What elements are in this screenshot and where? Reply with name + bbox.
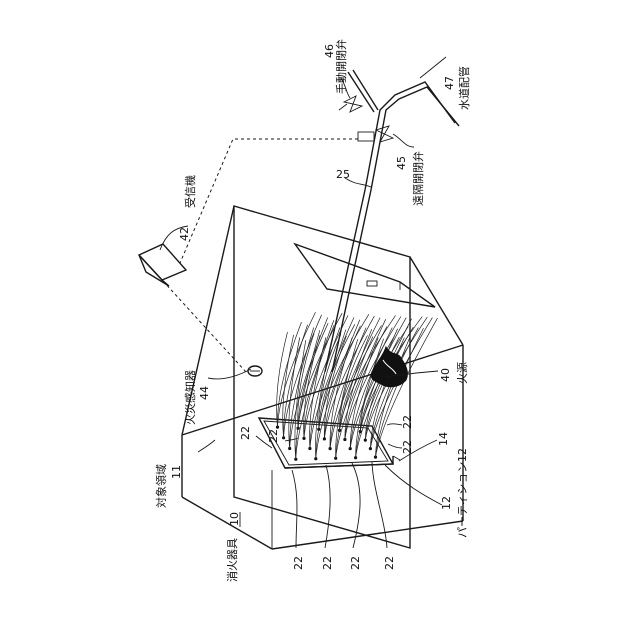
spray-line [350, 328, 392, 449]
label-partition-num: 12 [456, 448, 469, 462]
piping [180, 57, 459, 372]
leader-22-e [292, 470, 297, 548]
label-extinguisher-num: 10 [228, 512, 241, 526]
label-pipe-25: 25 [336, 168, 350, 181]
label-target-area: 対象領域 [154, 464, 168, 508]
leader-22-b [285, 438, 298, 441]
spray-line [370, 328, 418, 449]
supply-pipe [332, 87, 459, 372]
room-edge-bottom-front [272, 521, 463, 549]
fire-detector [248, 366, 262, 376]
door-handle [367, 281, 377, 286]
label-water-pipe-num: 47 [443, 76, 456, 90]
label-nozzle-f: 22 [321, 556, 334, 570]
label-extinguisher: 消火器具 [225, 538, 239, 582]
label-nozzle-a: 22 [239, 426, 252, 440]
label-nozzle-b: 22 [267, 429, 280, 443]
label-nozzle-e: 22 [292, 556, 305, 570]
leader-11 [198, 440, 215, 452]
leaders [160, 78, 442, 505]
leader-22-c [387, 424, 402, 425]
labels: 25 46 手動開閉弁 45 遠隔開閉弁 47 水道配管 42 受信機 44 火… [154, 39, 471, 582]
supply-pipe-edge [325, 82, 455, 372]
leader-22-f [325, 465, 330, 548]
receiver-side [139, 255, 169, 286]
frame-foot [393, 456, 400, 460]
water-spray [277, 312, 438, 459]
remote-valve-actuator [358, 132, 374, 141]
label-detector: 火災感知器 [183, 370, 197, 425]
label-receiver-num: 42 [178, 227, 191, 241]
label-receiver: 受信機 [183, 175, 197, 208]
label-fire-source-num: 40 [439, 368, 452, 382]
remote-valve[interactable] [376, 126, 393, 142]
leader-45 [393, 134, 414, 147]
label-remote-valve: 遠隔開閉弁 [411, 151, 425, 206]
label-nozzle-d: 22 [401, 440, 414, 454]
door [295, 244, 435, 307]
label-nozzle-h: 22 [383, 556, 396, 570]
door-outline [295, 244, 435, 307]
label-nozzle-g: 22 [349, 556, 362, 570]
label-frame-num: 14 [437, 432, 450, 446]
label-water-pipe: 水道配管 [457, 66, 471, 110]
manual-valve-handle[interactable] [339, 104, 347, 110]
leader-12 [385, 465, 442, 505]
water-pipe-leader [420, 57, 446, 78]
leader-22-h [372, 462, 387, 548]
label-detector-num: 44 [198, 386, 211, 400]
label-manual-valve: 手動開閉弁 [334, 39, 348, 94]
label-fire-source: 火源 [455, 362, 469, 384]
label-partition: パーティション [456, 462, 469, 538]
leader-22-g [352, 463, 360, 548]
label-partition-num-2: 12 [440, 496, 453, 510]
receiver-unit [139, 244, 246, 372]
label-remote-valve-num: 45 [395, 156, 408, 170]
manual-branch [353, 70, 378, 110]
target-room [182, 206, 463, 549]
leader-22-d [388, 444, 402, 448]
fire-source [371, 347, 407, 387]
label-target-area-num: 11 [170, 465, 183, 479]
label-nozzle-c: 22 [401, 415, 414, 429]
valve-signal-line [180, 139, 358, 263]
